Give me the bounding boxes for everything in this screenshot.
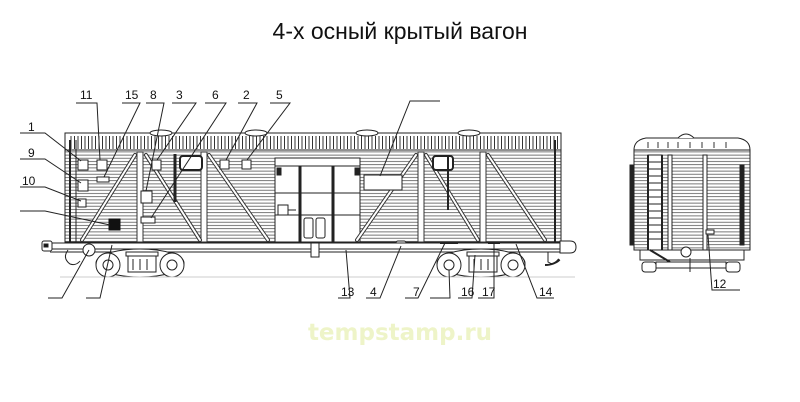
callout-11: 11	[80, 88, 93, 102]
watermark: tempstamp.ru	[307, 320, 493, 346]
callout-12: 12	[713, 277, 727, 291]
callout-9: 9	[28, 146, 35, 160]
callout-2: 2	[243, 88, 250, 102]
callout-4: 4	[370, 285, 377, 299]
side-view-wagon	[20, 100, 577, 299]
callout-6: 6	[212, 88, 219, 102]
diagram-title: 4-х осный крытый вагон	[272, 18, 528, 44]
callout-8: 8	[150, 88, 157, 102]
callout-13: 13	[341, 285, 355, 299]
callout-17: 17	[482, 285, 496, 299]
callout-16: 16	[461, 285, 475, 299]
callout-5: 5	[276, 88, 283, 102]
callout-3: 3	[176, 88, 183, 102]
callout-15: 15	[125, 88, 139, 102]
end-view-wagon	[629, 133, 751, 291]
callout-1: 1	[28, 120, 35, 134]
bogie-right	[436, 248, 526, 278]
callout-7: 7	[413, 285, 420, 299]
callout-10: 10	[22, 174, 36, 188]
callout-14: 14	[539, 285, 553, 299]
